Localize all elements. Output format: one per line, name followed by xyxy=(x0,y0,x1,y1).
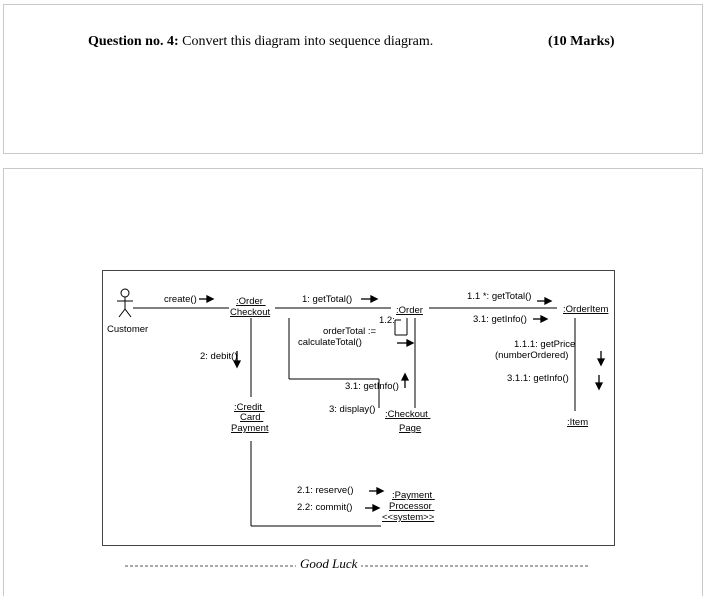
msg-order-total-2: orderTotal := xyxy=(323,326,377,337)
msg-get-price-2: (numberOrdered) xyxy=(495,350,568,361)
order-object: :Order xyxy=(396,305,423,316)
order-item-object: :OrderItem xyxy=(563,304,608,315)
payment-processor-line-1: :Payment xyxy=(392,490,432,501)
message-arrows xyxy=(199,294,606,513)
item-object: :Item xyxy=(567,417,588,428)
credit-card-line-3: Payment xyxy=(231,423,269,434)
customer-actor xyxy=(117,288,133,318)
checkout-page-line-1: :Checkout xyxy=(385,409,428,420)
msg-get-info-item: 3.1: getInfo() xyxy=(473,314,527,325)
question-heading: Question no. 4: Convert this diagram int… xyxy=(88,34,433,50)
msg-display: 3: display() xyxy=(329,404,375,415)
msg-order-total-1: 1.2: xyxy=(379,315,395,326)
credit-card-payment-object: :Credit Card Payment xyxy=(231,402,269,434)
payment-processor-object: :Payment Processor <<system>> xyxy=(382,490,435,523)
footer: Good Luck xyxy=(0,556,707,576)
question-marks: (10 Marks) xyxy=(548,34,615,49)
msg-create: create() xyxy=(164,294,197,305)
question-text: Convert this diagram into sequence diagr… xyxy=(182,34,434,49)
msg-get-info-sub: 3.1.1: getInfo() xyxy=(507,373,569,384)
msg-get-price-1: 1.1.1: getPrice xyxy=(514,339,575,350)
payment-processor-line-3: <<system>> xyxy=(382,512,435,523)
credit-card-line-2: Card xyxy=(240,412,261,423)
msg-debit: 2: debit() xyxy=(200,351,238,362)
msg-get-total: 1: getTotal() xyxy=(302,294,352,305)
order-checkout-line-1: :Order xyxy=(236,296,263,307)
good-luck-text: Good Luck xyxy=(296,556,362,572)
association-links xyxy=(133,307,576,527)
payment-processor-line-2: Processor xyxy=(389,501,432,512)
question-label: Question no. 4: xyxy=(88,34,179,49)
credit-card-line-1: :Credit xyxy=(234,402,262,413)
order-checkout-line-2: Checkout xyxy=(230,307,270,318)
checkout-page-line-2: Page xyxy=(399,423,421,434)
collaboration-diagram: Customer :Order Checkout :Order :OrderIt… xyxy=(102,270,615,546)
question-panel xyxy=(3,4,703,154)
customer-label: Customer xyxy=(107,324,148,335)
msg-reserve: 2.1: reserve() xyxy=(297,485,354,496)
msg-order-total-3: calculateTotal() xyxy=(298,337,362,348)
msg-get-info-order: 3.1: getInfo() xyxy=(345,381,399,392)
msg-star-get-total: 1.1 *: getTotal() xyxy=(467,291,531,302)
order-checkout-object: :Order Checkout xyxy=(230,296,270,318)
checkout-page-object: :Checkout Page xyxy=(385,409,430,434)
msg-commit: 2.2: commit() xyxy=(297,502,352,513)
